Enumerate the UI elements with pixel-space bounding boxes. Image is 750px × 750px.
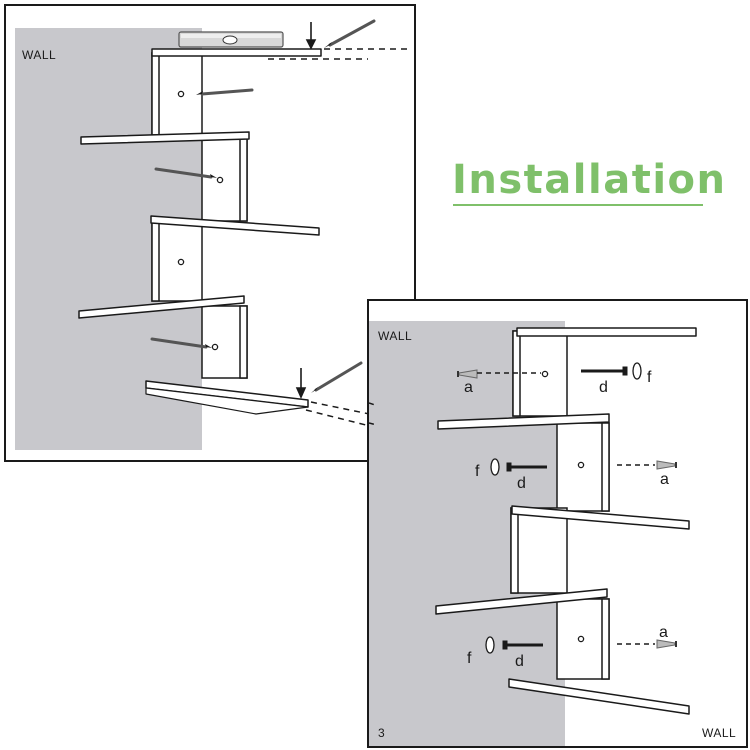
- label-d: d: [599, 379, 608, 396]
- washer-icon: [485, 362, 642, 654]
- screw-holes: [541, 370, 585, 643]
- label-a: a: [464, 379, 473, 396]
- wall-label: WALL: [378, 329, 413, 343]
- step2-panel: WALL: [4, 4, 416, 462]
- label-d: d: [515, 653, 524, 670]
- shelf-4: [78, 295, 245, 319]
- wall-anchor-icon: [457, 369, 677, 649]
- top-shelf: [516, 327, 697, 337]
- step3-drawing: a d f f d a a f d: [369, 321, 697, 746]
- spirit-level-icon: [178, 31, 284, 48]
- shelf-3: [150, 215, 320, 236]
- lower-vertical-left: [510, 507, 568, 594]
- shelf-2: [80, 131, 250, 145]
- label-d: d: [517, 475, 526, 492]
- shelf-4: [435, 588, 608, 615]
- wall-label: WALL: [22, 48, 57, 62]
- bottom-shelf: [508, 678, 690, 715]
- shelf-boards: [435, 327, 697, 715]
- pencil-tips: [196, 42, 332, 393]
- shelf-3: [511, 505, 690, 530]
- step3-panel: a d f f d a a f d WALL WALL 3: [367, 299, 748, 748]
- vertical-panels: [151, 52, 248, 379]
- top-shelf: [151, 48, 322, 57]
- down-arrow-icon: [295, 22, 317, 399]
- title-underline: [453, 204, 703, 206]
- upper-vertical-left: [151, 52, 203, 136]
- screw-icon: [502, 366, 628, 650]
- label-f: f: [467, 650, 472, 667]
- hardware-labels: a d f f d a a f d: [464, 369, 669, 670]
- shelf-boards: [78, 48, 322, 415]
- step-number: 3: [378, 726, 385, 740]
- guide-lines: [369, 372, 655, 645]
- label-f: f: [647, 369, 652, 386]
- shelf-2: [437, 413, 610, 430]
- step2-drawing: [15, 19, 414, 450]
- page-title: Installation: [452, 157, 727, 203]
- wall-label: WALL: [702, 726, 737, 740]
- label-f: f: [475, 463, 480, 480]
- screw-holes: [177, 90, 224, 351]
- label-a: a: [660, 471, 669, 488]
- pencil-icon: [150, 19, 376, 392]
- label-a: a: [659, 624, 668, 641]
